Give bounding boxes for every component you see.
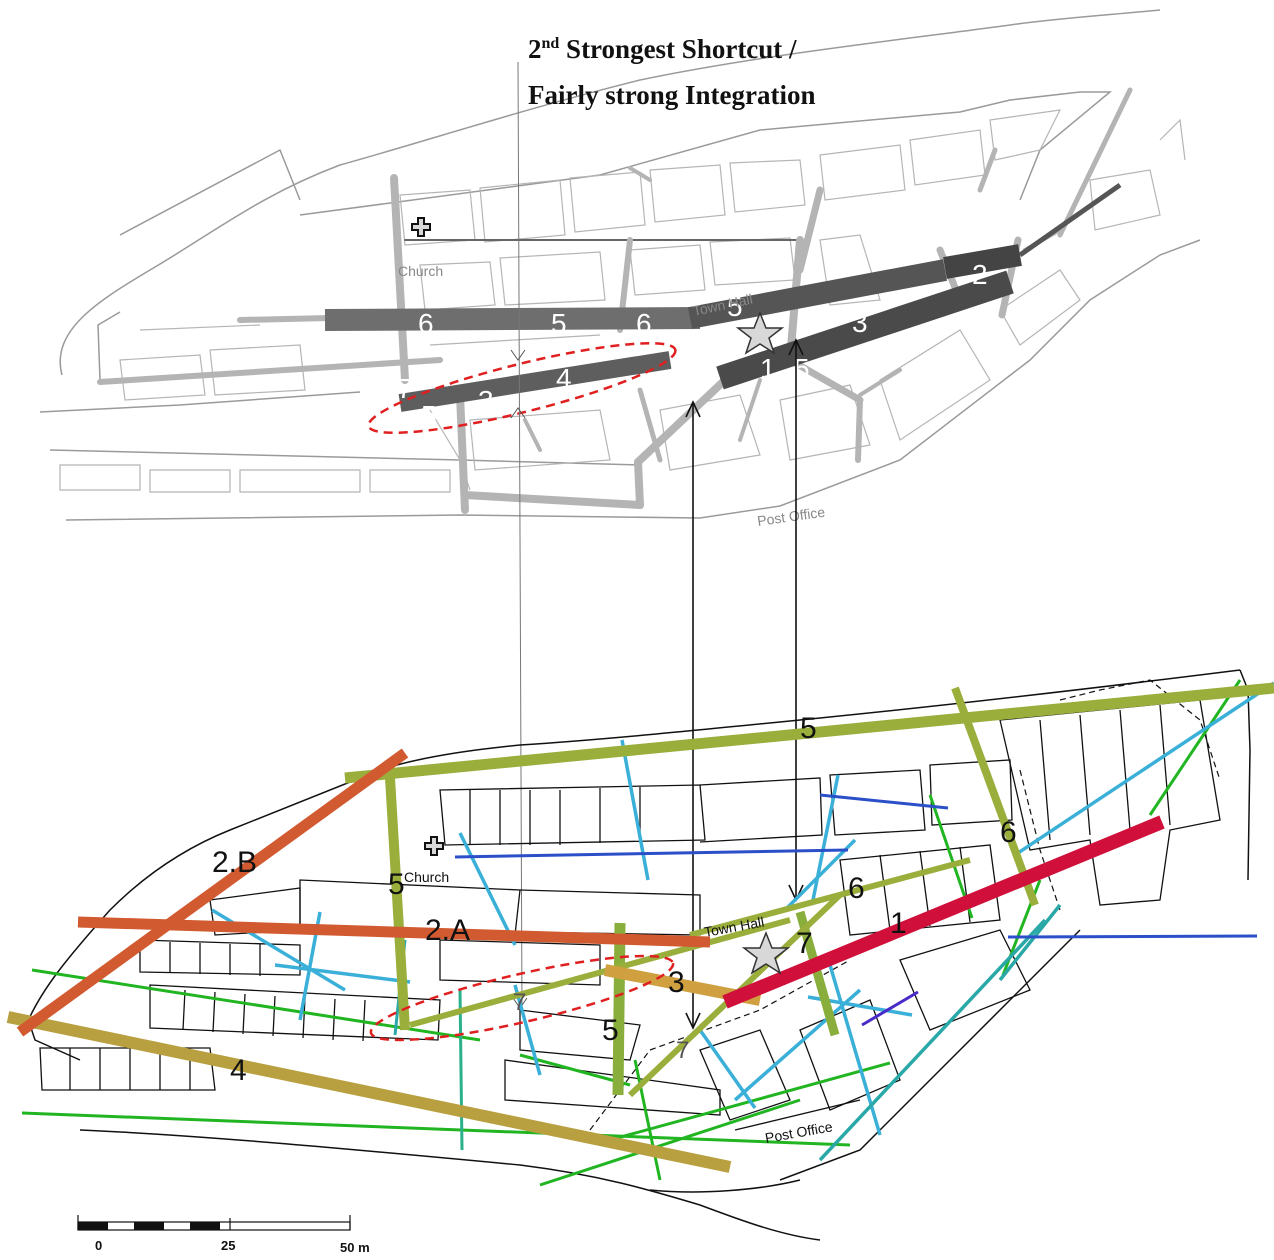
top-seg-5d: 5 — [421, 400, 437, 431]
top-seg-1: 1 — [760, 353, 776, 384]
top-seg-4b: 4 — [665, 358, 681, 389]
top-map-segment-numbers: 6 5 7 6 5 3 2 1 5 7 5 3 4 4 — [397, 259, 988, 431]
bottom-map: 2.B 2.A 5 4 5 6 6 1 7 3 5 7 7 Church Tow… — [6, 669, 1274, 1241]
axial-label-1: 1 — [890, 907, 907, 940]
bottom-town-hall-star-icon — [741, 930, 791, 975]
axial-label-7-low: 7 — [676, 1037, 689, 1064]
bottom-map-axial-labels: 2.B 2.A 5 4 5 6 6 1 7 3 5 7 7 — [212, 712, 1017, 1087]
bottom-church-cross-icon — [424, 836, 444, 856]
scale-tick-50: 50 m — [340, 1240, 370, 1255]
scale-bar-seg-3 — [190, 1222, 220, 1230]
top-map-strong-segments — [324, 182, 1122, 412]
bottom-church-label: Church — [404, 869, 449, 885]
bottom-map-axial-lines — [6, 679, 1274, 1187]
top-seg-6a: 6 — [418, 308, 434, 339]
axial-label-5-mid: 5 — [602, 1014, 619, 1047]
axial-label-2a: 2.A — [425, 914, 470, 947]
scale-bar-seg-2 — [134, 1222, 164, 1230]
axial-label-6-right: 6 — [1000, 816, 1017, 849]
scale-bar: 0 25 50 m — [77, 1215, 370, 1255]
title-ordinal-number: 2 — [528, 34, 542, 64]
bottom-highlight-ellipse — [369, 954, 675, 1042]
top-seg-7b: 7 — [397, 373, 413, 404]
top-seg-3a: 3 — [852, 307, 868, 338]
title-ordinal-suffix: nd — [541, 35, 560, 52]
top-seg-3b: 3 — [478, 385, 494, 416]
top-seg-5c: 5 — [794, 353, 810, 384]
top-church-cross-icon — [411, 217, 431, 237]
top-seg-5a: 5 — [551, 308, 567, 339]
top-map: 6 5 7 6 5 3 2 1 5 7 5 3 4 4 Church Town … — [39, 9, 1201, 529]
figure-title-line-1: 2nd Strongest Shortcut / — [528, 34, 797, 65]
top-highlight-ellipse — [367, 341, 677, 435]
top-seg-2: 2 — [972, 259, 988, 290]
axial-label-7-left: 7 — [513, 989, 526, 1016]
axial-label-6-mid: 6 — [848, 872, 865, 905]
connector-arrows — [510, 61, 804, 1030]
axial-label-3: 3 — [668, 966, 685, 999]
axial-label-5-top: 5 — [800, 712, 817, 745]
top-seg-6b: 6 — [636, 308, 652, 339]
top-town-hall-star-icon — [735, 310, 785, 355]
scale-tick-25: 25 — [221, 1238, 235, 1253]
scale-bar-seg-1 — [78, 1222, 108, 1230]
top-church-label: Church — [398, 263, 443, 279]
axial-label-4: 4 — [230, 1054, 247, 1087]
title-line-1-rest: Strongest Shortcut / — [559, 34, 797, 64]
axial-label-2b: 2.B — [212, 846, 257, 879]
axial-label-5-church: 5 — [388, 868, 405, 901]
figure-title-line-2: Fairly strong Integration — [528, 80, 816, 110]
top-seg-5b: 5 — [727, 291, 743, 322]
top-seg-4a: 4 — [556, 363, 572, 394]
top-seg-7a: 7 — [601, 333, 617, 364]
axial-label-7-townhall: 7 — [796, 927, 813, 960]
scale-tick-0: 0 — [95, 1238, 102, 1253]
